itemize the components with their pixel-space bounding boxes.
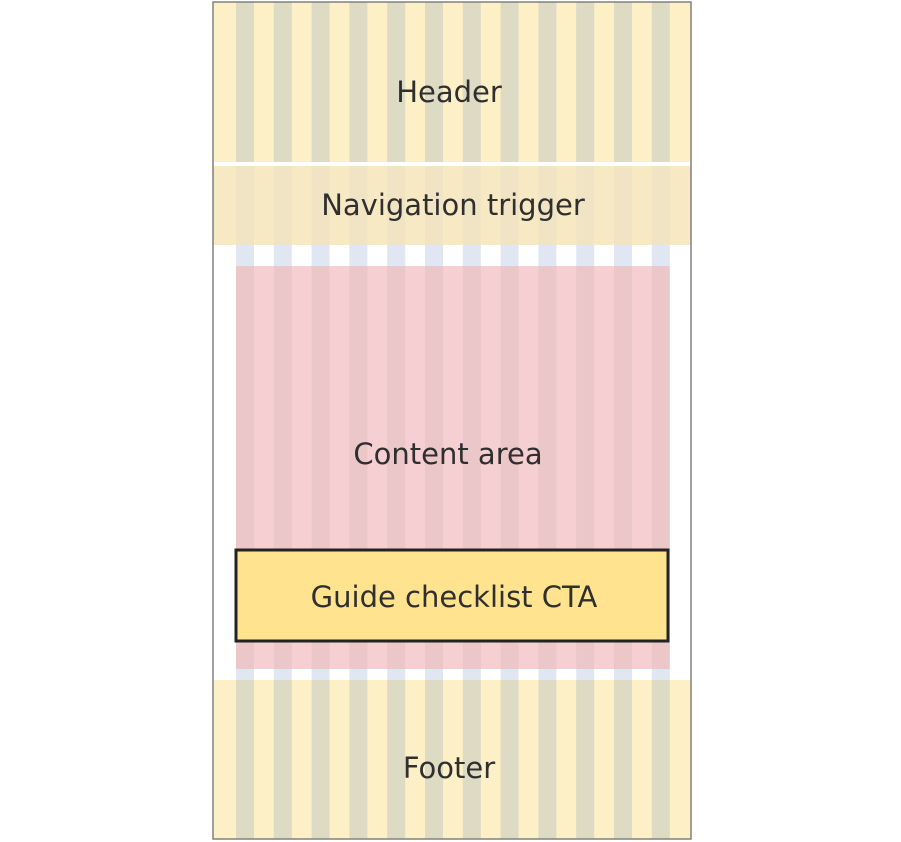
content-gutter-bottom-column-11 bbox=[614, 669, 632, 680]
header-grid-column-2 bbox=[273, 2, 292, 162]
guide-checklist-cta-label: Guide checklist CTA bbox=[311, 580, 598, 614]
content-gutter-top-column-10 bbox=[576, 245, 595, 266]
content-gutter-top-column-8 bbox=[500, 245, 519, 266]
header-grid-column-9 bbox=[538, 2, 557, 162]
content-area-label: Content area bbox=[353, 437, 542, 471]
content-gutter-top-column-2 bbox=[273, 245, 292, 266]
content-gutter-bottom-column-2 bbox=[273, 669, 292, 680]
header-grid-column-1 bbox=[236, 2, 254, 162]
content-gutter-bottom-column-3 bbox=[311, 669, 330, 680]
frame-border bbox=[212, 1, 692, 840]
header-grid-column-11 bbox=[614, 2, 632, 162]
footer-grid-column-3 bbox=[311, 680, 330, 839]
footer-grid-column-8 bbox=[500, 680, 519, 839]
content-gutter-top-column-1 bbox=[236, 245, 254, 266]
footer-grid-column-11 bbox=[614, 680, 632, 839]
header-grid-column-4 bbox=[349, 2, 368, 162]
content-gutter-bottom-column-10 bbox=[576, 669, 595, 680]
footer-background bbox=[213, 680, 691, 839]
content-gutter-bottom-column-8 bbox=[500, 669, 519, 680]
content-gutter-bottom-column-5 bbox=[387, 669, 406, 680]
footer-region bbox=[213, 680, 691, 839]
header-divider bbox=[213, 162, 691, 166]
content-gutter-bottom bbox=[236, 669, 670, 680]
content-gutter-bottom-column-12 bbox=[651, 669, 670, 680]
footer-grid-column-4 bbox=[349, 680, 368, 839]
footer-grid-columns bbox=[236, 680, 670, 839]
header-region bbox=[213, 2, 691, 162]
header-grid-column-7 bbox=[462, 2, 481, 162]
header-grid-column-5 bbox=[387, 2, 406, 162]
nav-overlay bbox=[213, 166, 691, 245]
content-gutter-bottom-column-6 bbox=[425, 669, 443, 680]
content-gutter-bottom-column-7 bbox=[462, 669, 481, 680]
content-gutter-top bbox=[236, 245, 670, 266]
content-gutter-bottom-column-4 bbox=[349, 669, 368, 680]
header-label: Header bbox=[396, 75, 502, 109]
footer-grid-column-12 bbox=[651, 680, 670, 839]
footer-grid-column-5 bbox=[387, 680, 406, 839]
header-grid-column-8 bbox=[500, 2, 519, 162]
header-grid-columns bbox=[236, 2, 670, 162]
nav-region bbox=[213, 166, 691, 245]
header-grid-column-6 bbox=[425, 2, 443, 162]
content-gutter-top-column-7 bbox=[462, 245, 481, 266]
header-background bbox=[213, 2, 691, 162]
header-grid-column-12 bbox=[651, 2, 670, 162]
content-gutter-top-column-6 bbox=[425, 245, 443, 266]
footer-grid-column-10 bbox=[576, 680, 595, 839]
nav-trigger-label: Navigation trigger bbox=[321, 188, 585, 222]
content-gutter-bottom-column-9 bbox=[538, 669, 557, 680]
footer-label: Footer bbox=[403, 751, 495, 785]
footer-grid-column-7 bbox=[462, 680, 481, 839]
guide-checklist-cta-box[interactable] bbox=[234, 548, 670, 643]
header-grid-column-10 bbox=[576, 2, 595, 162]
content-gutter-top-column-5 bbox=[387, 245, 406, 266]
content-gutter-top-column-4 bbox=[349, 245, 368, 266]
content-gutter-bottom-column-1 bbox=[236, 669, 254, 680]
footer-grid-column-6 bbox=[425, 680, 443, 839]
footer-grid-column-2 bbox=[273, 680, 292, 839]
header-grid-column-3 bbox=[311, 2, 330, 162]
footer-grid-column-1 bbox=[236, 680, 254, 839]
footer-grid-column-9 bbox=[538, 680, 557, 839]
content-gutter-top-column-12 bbox=[651, 245, 670, 266]
content-gutter-top-column-11 bbox=[614, 245, 632, 266]
content-gutter-top-column-3 bbox=[311, 245, 330, 266]
content-gutter-top-column-9 bbox=[538, 245, 557, 266]
